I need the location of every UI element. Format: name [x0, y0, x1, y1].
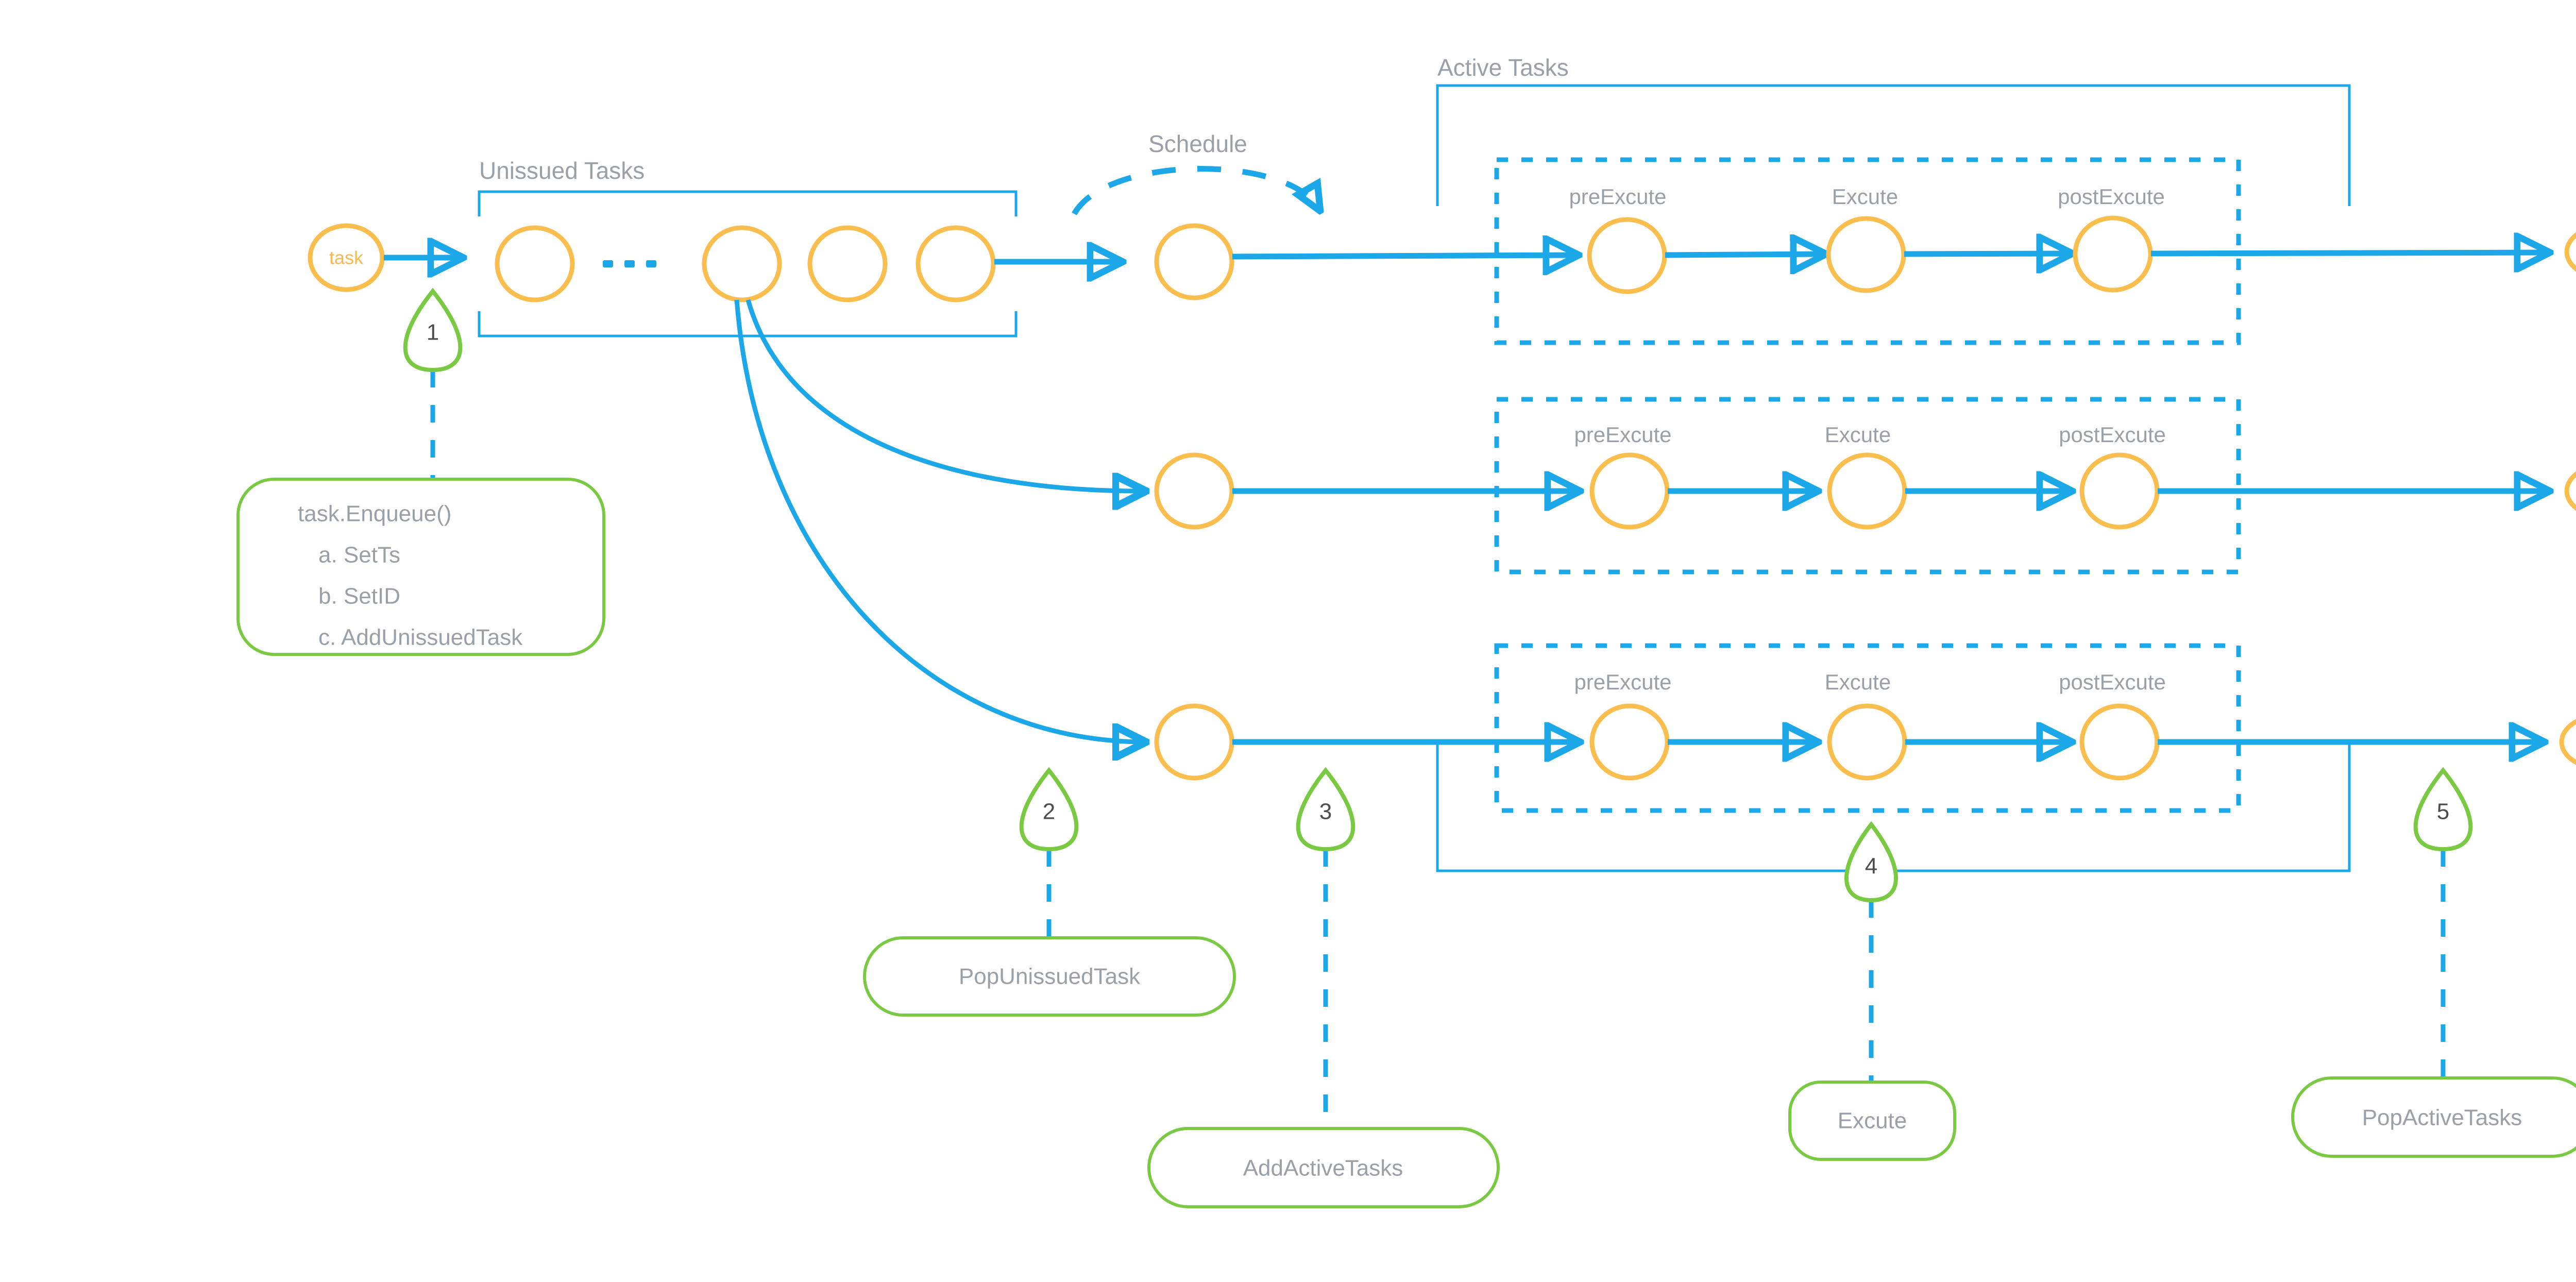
marker-1-drop	[403, 288, 463, 373]
row3-pre-label: preExcute	[1574, 670, 1671, 694]
row1-exec-label: Excute	[1832, 184, 1898, 209]
callout-enqueue-title: task.Enqueue()	[298, 501, 451, 527]
row1-post-node	[2073, 215, 2153, 293]
row2-post-node	[2079, 452, 2160, 530]
callout-pop-unissued-box	[863, 936, 1236, 1017]
marker-4-number: 4	[1865, 854, 1877, 879]
unissued-queue-node-2	[702, 225, 782, 302]
callout-enqueue-step-a: a. SetTs	[318, 543, 400, 568]
row3-entry-node	[1154, 703, 1234, 781]
row2-pre-label: preExcute	[1574, 423, 1671, 447]
row3-post-node	[2079, 703, 2160, 781]
row3-pre-node	[1589, 703, 1670, 781]
row2-dashed-box	[1494, 397, 2241, 575]
unissued-tasks-label: Unissued Tasks	[479, 157, 645, 184]
schedule-arc	[1072, 165, 1319, 214]
queue-ellipsis-icon	[603, 260, 656, 267]
row2-exec-label: Excute	[1825, 423, 1891, 447]
row1-entry-to-pre	[1232, 255, 1579, 257]
callout-excute-box	[1788, 1081, 1956, 1161]
unissued-queue-node-1	[495, 225, 575, 302]
marker-4-drop	[1844, 821, 1898, 903]
callout-enqueue-box	[236, 478, 605, 656]
row1-pre-node	[1587, 217, 1667, 294]
row2-exec-node	[1827, 452, 1907, 530]
callout-enqueue-step-c: c. AddUnissuedTask	[318, 625, 523, 650]
row1-post-label: postExcute	[2058, 184, 2165, 209]
row2-entry-node	[1154, 452, 1234, 530]
callout-excute-label: Excute	[1838, 1108, 1907, 1134]
row1-pre-to-exec	[1665, 254, 1826, 255]
row1-exit-node	[2564, 232, 2576, 272]
queue-to-row3-curve	[734, 299, 1146, 742]
schedule-label: Schedule	[1148, 130, 1247, 157]
marker-1-number: 1	[427, 320, 439, 345]
row2-post-label: postExcute	[2059, 423, 2166, 447]
row3-exec-node	[1827, 703, 1907, 781]
row1-exec-node	[1826, 216, 1906, 293]
callout-pop-active-box	[2291, 1076, 2576, 1158]
queue-to-row2-curve	[745, 299, 1146, 491]
row3-dashed-box	[1494, 643, 2241, 813]
row2-exit-node	[2564, 471, 2576, 511]
row1-dashed-box	[1494, 157, 2241, 345]
active-tasks-label: Active Tasks	[1437, 54, 1569, 81]
callout-pop-active-label: PopActiveTasks	[2362, 1105, 2522, 1131]
unissued-queue-node-3	[807, 225, 888, 302]
marker-5-number: 5	[2437, 799, 2449, 824]
row3-exit-node	[2559, 719, 2576, 765]
row1-pre-label: preExcute	[1569, 184, 1666, 209]
callout-add-active-label: AddActiveTasks	[1243, 1156, 1403, 1181]
unissued-queue-node-4	[916, 225, 996, 302]
task-start-label: task	[329, 247, 364, 268]
marker-2-drop	[1019, 767, 1079, 852]
unissued-tasks-bracket-sides	[478, 192, 1018, 336]
task-start-node	[308, 223, 385, 292]
marker-2-number: 2	[1043, 799, 1055, 824]
marker-3-drop	[1296, 767, 1355, 852]
row1-entry-node	[1154, 223, 1234, 300]
row3-exec-label: Excute	[1825, 670, 1891, 694]
row1-post-to-exit	[2150, 252, 2550, 254]
callout-enqueue-step-b: b. SetID	[318, 584, 400, 609]
marker-5-drop	[2413, 767, 2473, 852]
callout-pop-unissued-label: PopUnissuedTask	[959, 964, 1141, 989]
marker-3-number: 3	[1319, 799, 1332, 824]
row3-post-label: postExcute	[2059, 670, 2166, 694]
row2-pre-node	[1589, 452, 1670, 530]
callout-add-active-box	[1147, 1127, 1500, 1208]
